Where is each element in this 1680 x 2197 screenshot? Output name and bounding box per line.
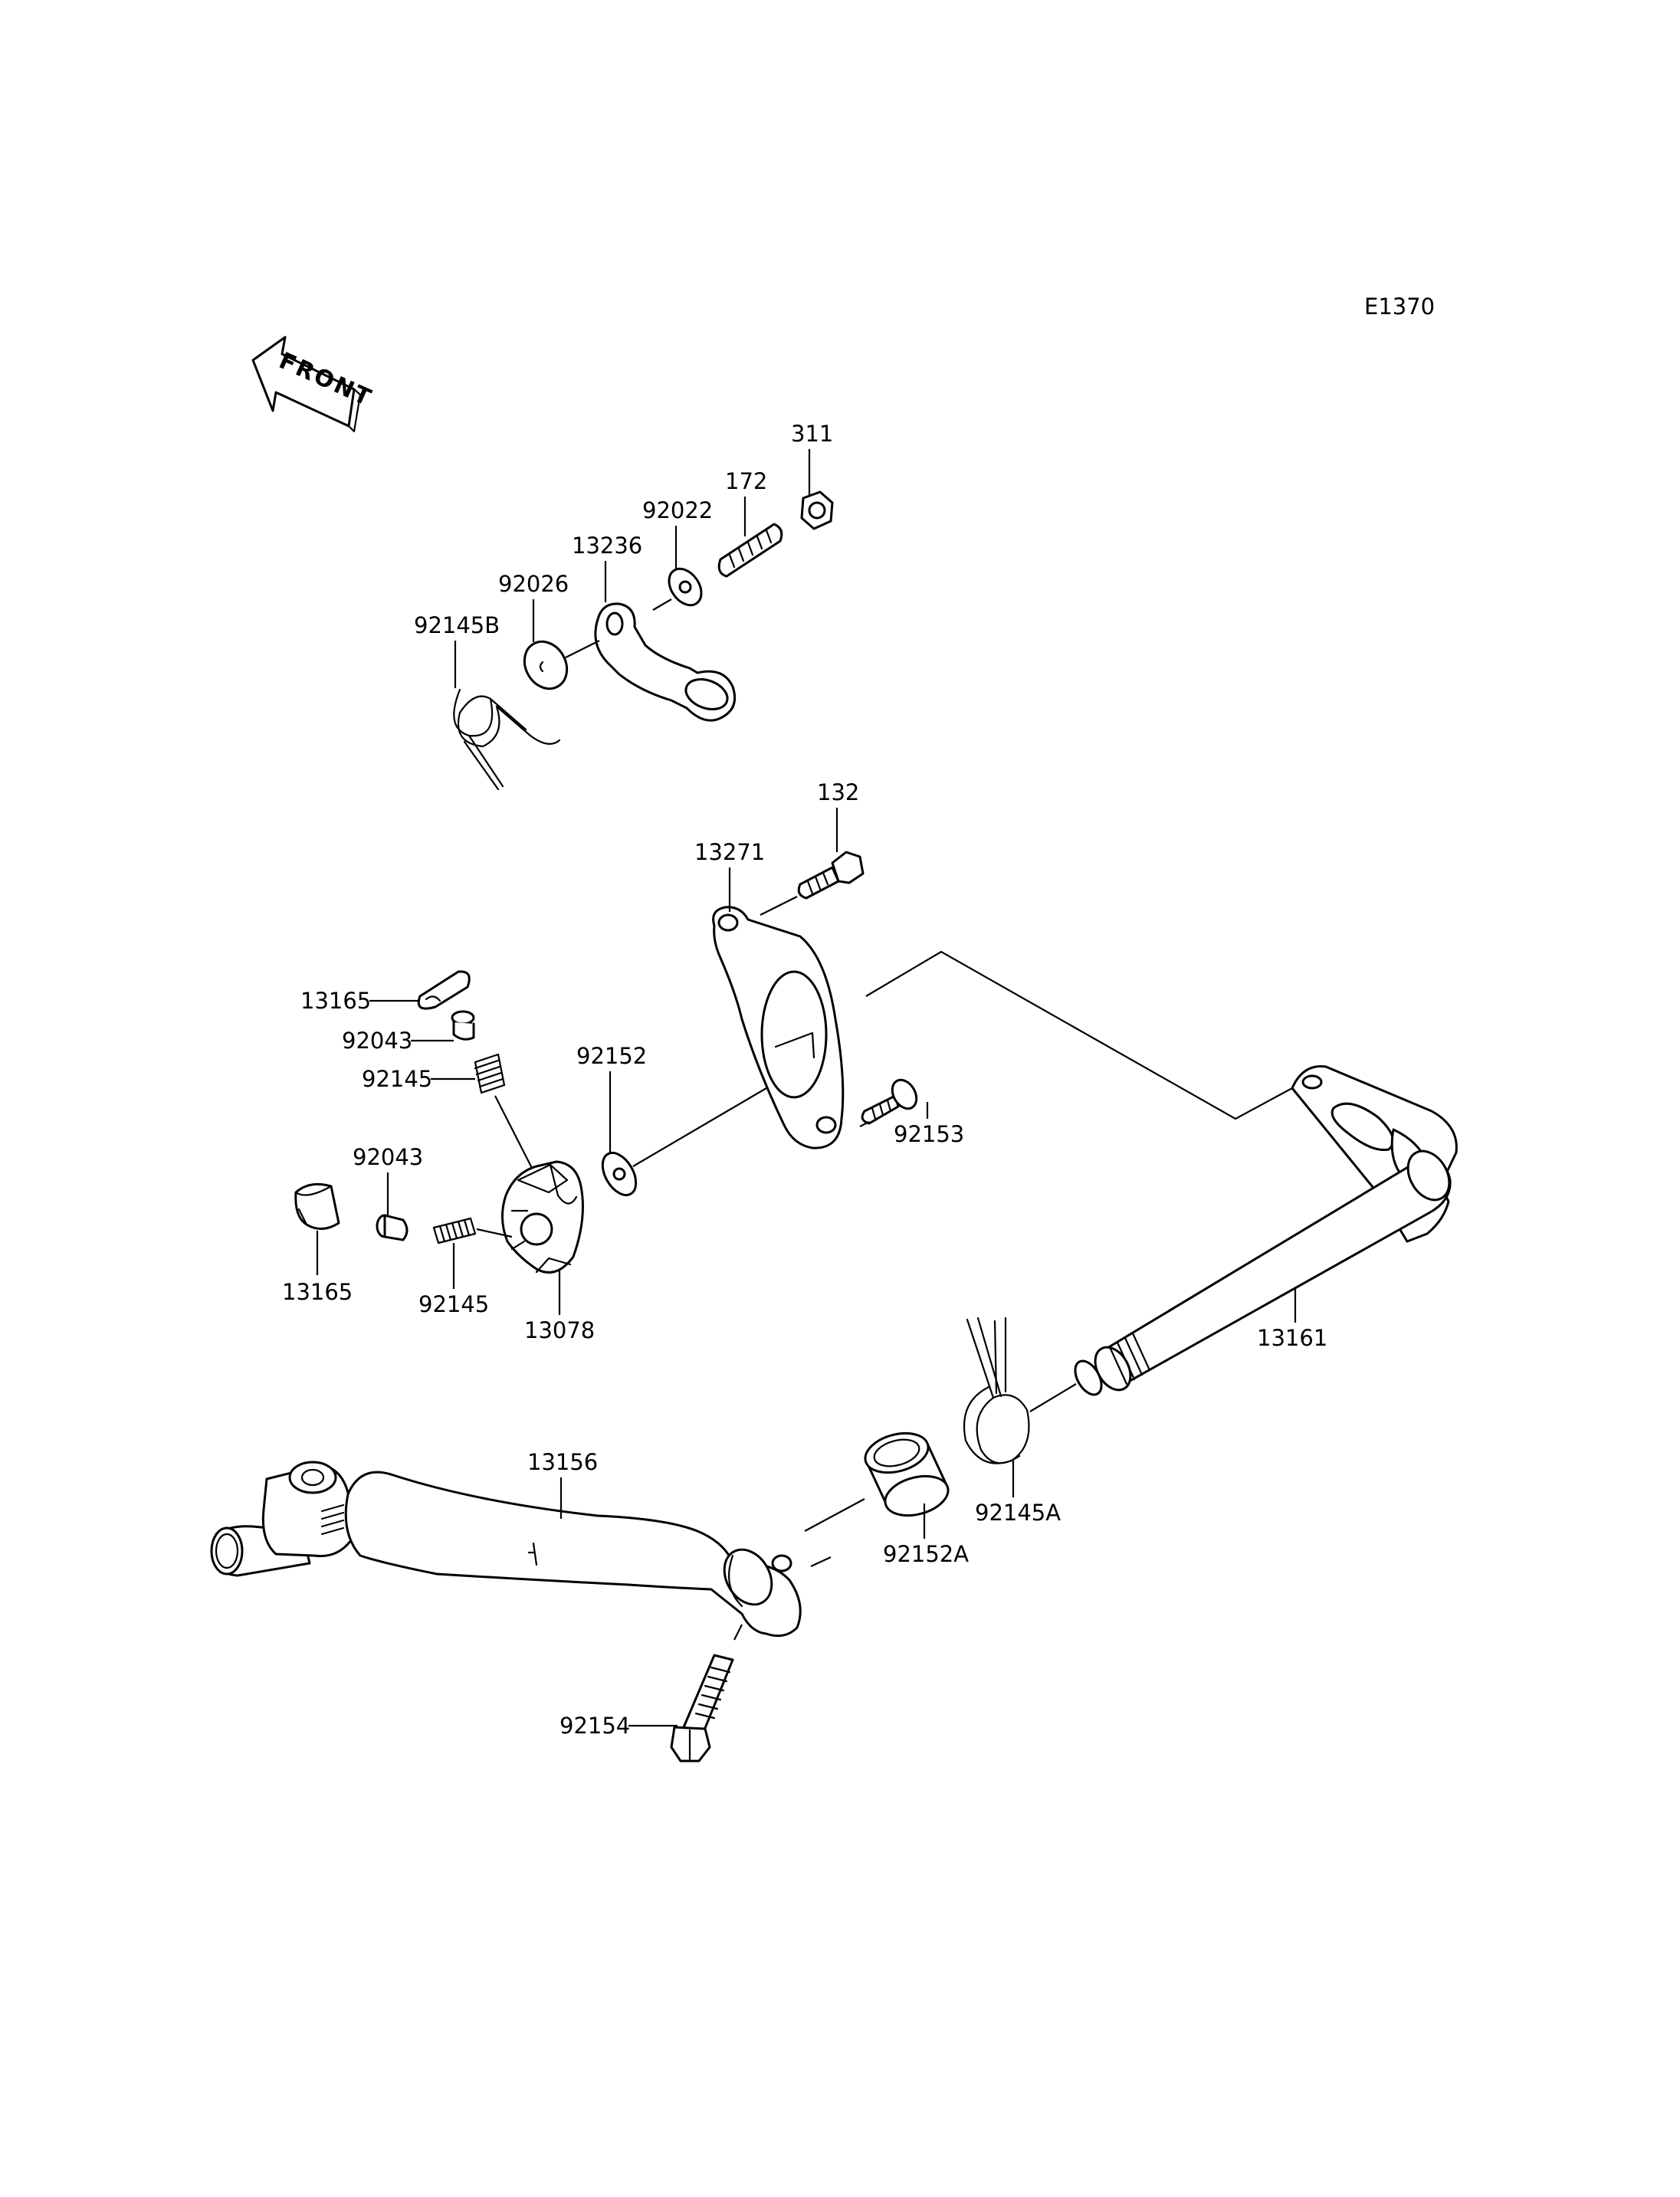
svg-text:13165: 13165 <box>282 1279 353 1305</box>
svg-text:92145A: 92145A <box>975 1500 1061 1526</box>
label-92154: 92154 <box>559 1713 678 1739</box>
bolt-92154 <box>670 1654 734 1763</box>
front-arrow-icon: FRONT <box>251 336 376 433</box>
label-92026: 92026 <box>498 571 569 642</box>
svg-text:92154: 92154 <box>559 1713 630 1739</box>
bushing-92152A <box>864 1431 950 1517</box>
spring-92145B <box>453 688 561 791</box>
svg-text:92145: 92145 <box>362 1066 432 1092</box>
label-172: 172 <box>725 468 767 536</box>
svg-text:92043: 92043 <box>353 1144 423 1170</box>
svg-text:13161: 13161 <box>1257 1325 1327 1351</box>
label-311: 311 <box>791 421 833 497</box>
svg-text:132: 132 <box>817 779 859 805</box>
label-13165-top: 13165 <box>300 988 420 1014</box>
label-92145A: 92145A <box>975 1461 1061 1526</box>
label-13271: 13271 <box>694 839 765 912</box>
spring-92145-top <box>474 1053 506 1094</box>
svg-text:92152A: 92152A <box>883 1541 969 1567</box>
svg-text:92145B: 92145B <box>414 612 500 638</box>
label-92152A: 92152A <box>883 1503 969 1567</box>
label-13078: 13078 <box>524 1269 595 1343</box>
label-13165-left: 13165 <box>282 1231 353 1305</box>
gear-lever-13156 <box>210 1461 802 1638</box>
svg-text:13271: 13271 <box>694 839 765 865</box>
pin-92043-left <box>376 1214 409 1241</box>
guide-plate-13271 <box>712 906 845 1149</box>
label-92145-top: 92145 <box>362 1066 475 1092</box>
spring-92145A <box>963 1317 1030 1464</box>
bolt-132 <box>797 851 865 900</box>
svg-text:13236: 13236 <box>572 533 642 559</box>
washer-92026 <box>523 640 569 690</box>
svg-text:92043: 92043 <box>342 1028 412 1054</box>
label-13156: 13156 <box>527 1449 598 1519</box>
label-92145-bottom: 92145 <box>418 1243 489 1317</box>
spring-92145-bottom <box>432 1217 477 1244</box>
svg-text:92152: 92152 <box>576 1043 647 1069</box>
svg-text:92022: 92022 <box>642 497 713 523</box>
svg-text:13165: 13165 <box>300 988 371 1014</box>
label-92022: 92022 <box>642 497 713 569</box>
washer-92022 <box>668 567 703 607</box>
svg-text:92145: 92145 <box>418 1291 489 1317</box>
label-92043-top: 92043 <box>342 1028 454 1054</box>
shift-drum-cam-13078 <box>501 1160 584 1274</box>
label-92153: 92153 <box>894 1102 964 1147</box>
stud-bolt-172 <box>717 523 783 578</box>
arm-13236 <box>594 602 737 722</box>
label-92145B: 92145B <box>414 612 500 688</box>
label-92152: 92152 <box>576 1043 647 1154</box>
pin-92043-top <box>451 1010 475 1041</box>
svg-text:172: 172 <box>725 468 767 494</box>
pin-13165-top <box>417 970 471 1010</box>
label-13161: 13161 <box>1257 1287 1327 1351</box>
label-13236: 13236 <box>572 533 642 602</box>
label-132: 132 <box>817 779 859 852</box>
washer-92152 <box>601 1152 638 1196</box>
svg-text:92153: 92153 <box>894 1121 964 1147</box>
nut-311 <box>800 490 834 530</box>
svg-text:311: 311 <box>791 421 833 447</box>
svg-text:92026: 92026 <box>498 571 569 597</box>
pin-13165-left <box>294 1182 340 1230</box>
svg-text:13156: 13156 <box>527 1449 598 1475</box>
shift-shaft-13161 <box>1074 1065 1458 1396</box>
svg-text:13078: 13078 <box>524 1317 595 1343</box>
label-92043-left: 92043 <box>353 1144 423 1215</box>
screw-92153 <box>861 1078 918 1125</box>
diagram-code: E1370 <box>1364 293 1435 320</box>
